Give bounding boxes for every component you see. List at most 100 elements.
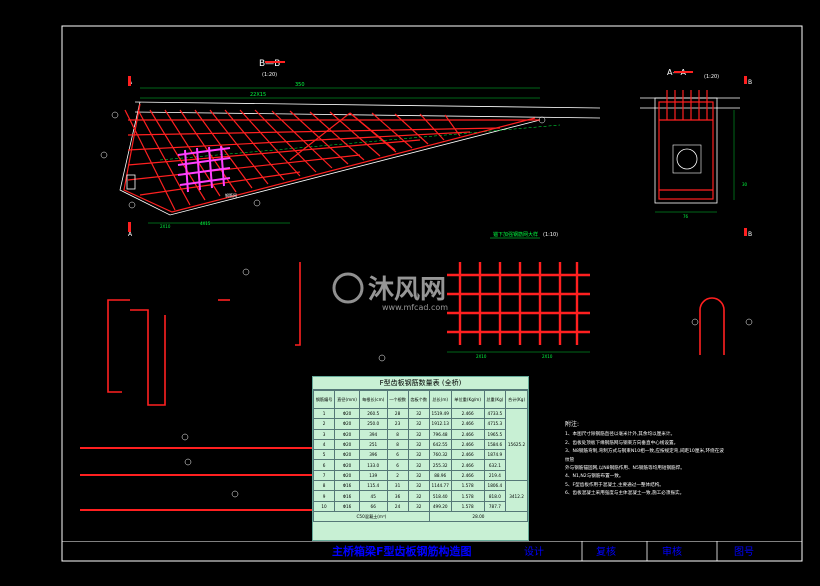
col-header: 钢筋编号 — [312, 390, 336, 409]
table-cell: 32 — [407, 480, 430, 492]
table-cell: 32 — [407, 449, 430, 461]
table-cell: 1965.5 — [483, 428, 507, 440]
table-cell: 23 — [386, 418, 409, 430]
table-cell: 5 — [312, 449, 336, 461]
table-cell: 88.96 — [428, 469, 452, 482]
sheet-border — [61, 25, 803, 562]
table-cell: 7 — [312, 469, 336, 482]
table-cell: 1.578 — [450, 490, 485, 502]
section-bb-scale: (1:20) — [262, 72, 277, 78]
table-cell: Φ20 — [334, 428, 360, 440]
table-cell: Φ16 — [334, 500, 360, 512]
concrete-row: C50混凝土(m³)28.00 — [313, 510, 529, 523]
dim-bottom-1: 2X10 — [160, 224, 171, 229]
table-cell: 760.32 — [428, 449, 452, 461]
table-cell: 32 — [407, 469, 430, 482]
dim-350: 350 — [295, 82, 305, 88]
table-cell: 32 — [407, 500, 430, 512]
table-cell: 9 — [312, 490, 336, 502]
table-cell: 642.55 — [428, 438, 452, 451]
section-bb-view: B—B (1:20) — [100, 59, 601, 238]
dim-76: 76 — [683, 214, 689, 219]
dim-bottom-2: 4X15 — [200, 221, 211, 226]
table-cell: 45 — [358, 490, 388, 502]
rebar-quantity-table: F型齿板钢筋数量表 (全桥) 钢筋编号 直径(mm) 每根长(cm) 一个根数 … — [312, 376, 529, 541]
table-cell: 1874.9 — [483, 449, 507, 461]
table-cell: 396 — [358, 449, 388, 461]
table-cell: 31 — [386, 480, 409, 492]
approve-label: 审核 — [662, 545, 682, 558]
table-cell: 8 — [386, 428, 409, 440]
table-cell: 32 — [407, 428, 430, 440]
col-header: 总长(m) — [428, 390, 452, 409]
mesh-detail: 锚下加强钢筋网大样 (1:10) 2X10 2X10 — [447, 231, 590, 359]
note-item: 外与钢筋锚固网,以N8钢筋作用、N5钢筋等均用短钢筋焊。 — [565, 466, 685, 472]
notes-heading: 附注: — [565, 421, 580, 428]
dim-22x15: 22X15 — [250, 92, 266, 98]
table-cell: 4733.5 — [483, 407, 507, 420]
table-cell: 28 — [386, 407, 409, 420]
dim-mesh-2: 2X10 — [542, 354, 553, 359]
table-cell: Φ16 — [334, 480, 360, 492]
table-cell: 8 — [386, 438, 409, 451]
table-cell: 32 — [407, 418, 430, 430]
table-cell: 2.466 — [450, 407, 485, 420]
table-cell: Φ20 — [334, 418, 360, 430]
note-item: 2、齿板处顶板下缘钢筋网与钢束方向垂直中心线设置。 — [565, 440, 679, 446]
note-item: 3、N8钢筋弯制,弯制方式与钢束N10相一致,应按规定弯,间距10厘米,环绕在波… — [565, 449, 724, 463]
table-cell: 219.4 — [483, 469, 507, 482]
watermark-url: www.mfcad.com — [382, 303, 448, 312]
table-cell: 1144.77 — [428, 480, 452, 492]
table-cell: 6 — [312, 459, 336, 471]
rebar-details — [107, 262, 301, 406]
watermark: 沐风网 www.mfcad.com — [332, 272, 448, 312]
table-cell: 632.1 — [483, 459, 507, 471]
table-cell: 32 — [407, 407, 430, 420]
table-cell: 1584.6 — [483, 438, 507, 451]
col-header: 直径(mm) — [334, 390, 360, 409]
table-cell: 1806.4 — [483, 480, 507, 492]
col-header: 一个根数 — [386, 390, 409, 409]
mark-b-top: B — [748, 79, 752, 86]
table-grid: 钢筋编号 直径(mm) 每根长(cm) 一个根数 齿板个数 总长(m) 单位重(… — [312, 390, 529, 523]
table-cell: Φ20 — [334, 438, 360, 451]
note-item: 1、本图尺寸除钢筋直径以毫米计外,其余均以厘米计。 — [565, 432, 676, 438]
drawing-no-label: 图号 — [734, 546, 754, 558]
concrete-value: 28.00 — [428, 510, 529, 523]
table-cell: 2 — [312, 418, 336, 430]
table-cell: 4715.3 — [483, 418, 507, 430]
mesh-label: 钢筋网 — [225, 192, 237, 198]
table-cell: 1519.49 — [428, 407, 452, 420]
watermark-text: 沐风网 — [368, 275, 446, 305]
table-cell: 518.40 — [428, 490, 452, 502]
table-cell: 8 — [312, 480, 336, 492]
table-cell: 1912.13 — [428, 418, 452, 430]
table-cell: 32 — [407, 459, 430, 471]
table-header-row: 钢筋编号 直径(mm) 每根长(cm) 一个根数 齿板个数 总长(m) 单位重(… — [312, 390, 528, 409]
col-header: 总重(Kg) — [483, 390, 507, 409]
section-aa-scale: (1:20) — [704, 74, 719, 80]
section-bb-title: B—B — [259, 59, 280, 69]
table-cell: Φ20 — [334, 449, 360, 461]
mark-a-bottom: A — [128, 231, 133, 238]
detail-scale: (1:10) — [543, 232, 558, 238]
table-cell: 2.466 — [450, 418, 485, 430]
subtotal-cell: 3412.2 — [505, 480, 528, 512]
col-header: 每根长(cm) — [358, 390, 388, 409]
table-cell: Φ20 — [334, 407, 360, 420]
table-cell: 394 — [358, 428, 388, 440]
table-cell: Φ20 — [334, 459, 360, 471]
table-cell: 2.466 — [450, 428, 485, 440]
table-cell: 133.0 — [358, 459, 388, 471]
review-label: 复核 — [596, 545, 616, 558]
note-item: 6、齿板混凝土采用强度与主体混凝土一致,施工必须振实。 — [565, 491, 685, 497]
table-cell: 796.48 — [428, 428, 452, 440]
table-cell: 36 — [386, 490, 409, 502]
